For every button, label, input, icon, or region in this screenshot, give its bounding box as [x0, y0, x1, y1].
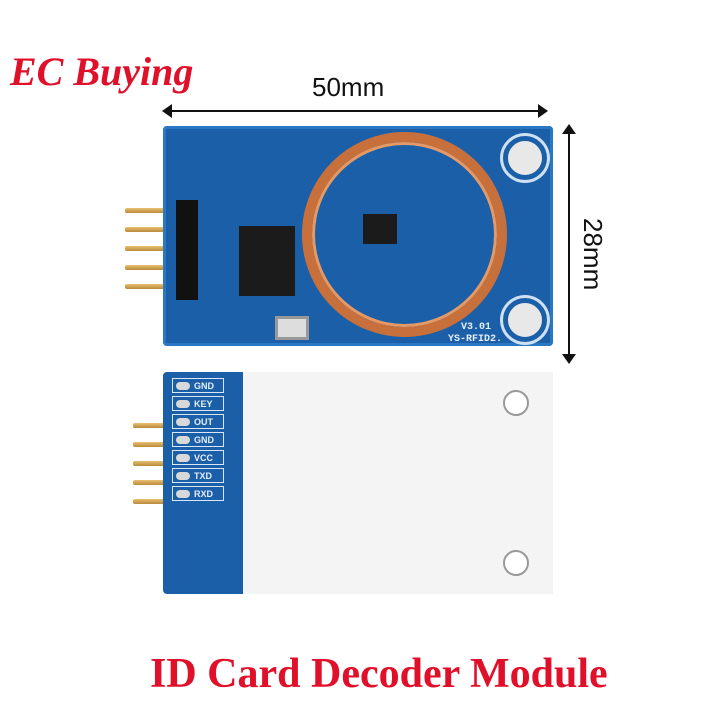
pin-header	[176, 200, 198, 300]
pcb-bottom-view	[163, 372, 553, 594]
pin-label: TXD	[172, 468, 224, 483]
width-dimension-arrow	[162, 104, 548, 118]
pin-label: VCC	[172, 450, 224, 465]
brand-logo: EC Buying	[10, 49, 194, 94]
pin-label: GND	[172, 378, 224, 393]
silkscreen-model: YS-RFID2.	[448, 334, 503, 345]
mounting-hole	[503, 550, 529, 576]
antenna-coil	[302, 132, 507, 337]
product-title: ID Card Decoder Module	[150, 651, 608, 697]
pin-label: GND	[172, 432, 224, 447]
pin-label: RXD	[172, 486, 224, 501]
pin-label-list: GND KEY OUT GND VCC TXD RXD	[172, 378, 224, 504]
height-dimension-label: 28mm	[578, 218, 608, 291]
silkscreen-version: V3.01	[461, 322, 492, 333]
header-pins-top	[125, 208, 177, 303]
mounting-hole	[503, 390, 529, 416]
width-dimension-label: 50mm	[312, 72, 385, 102]
pin-label: KEY	[172, 396, 224, 411]
shield-area	[243, 372, 553, 594]
height-dimension-arrow	[562, 124, 576, 364]
mounting-hole	[503, 298, 547, 342]
button-switch	[275, 316, 309, 340]
pin-label: OUT	[172, 414, 224, 429]
header-pins-bottom	[133, 423, 169, 518]
ic-chip	[239, 226, 295, 296]
mounting-hole	[503, 136, 547, 180]
